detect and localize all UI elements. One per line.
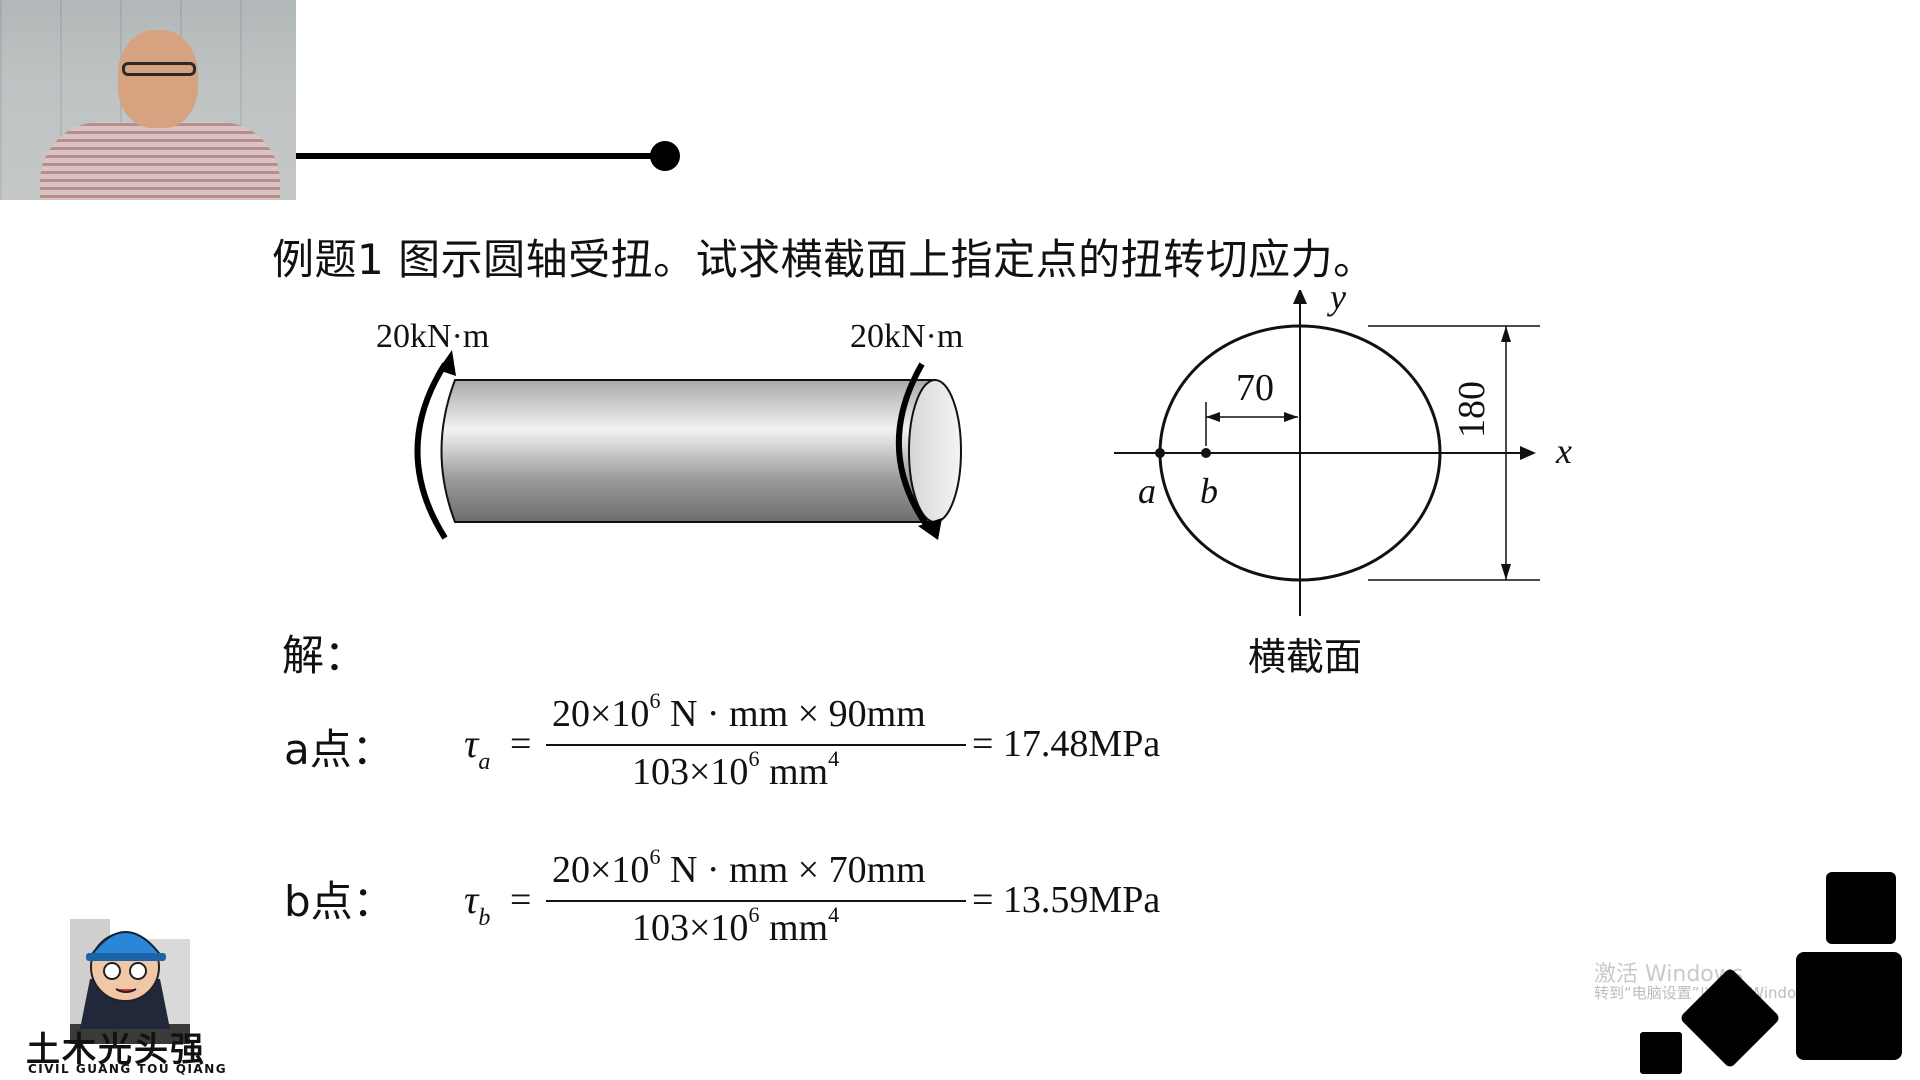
torque-arrow-right [895,362,933,532]
section-label: 横截面 [1248,635,1363,679]
y-axis-arrow [1293,290,1307,304]
title-rule [296,153,662,159]
result-a: = 17.48MPa [972,723,1161,765]
channel-logo-icon [70,919,190,1044]
denominator-a: 103×106 mm4 [632,746,840,793]
decorative-blocks [1640,872,1902,1074]
tau-symbol: τ [464,721,479,766]
point-b-heading: b点： [284,877,395,926]
logo-name: 土木光头强 [26,1030,206,1070]
dim-70-label: 70 [1236,367,1274,409]
shaft-body [440,379,936,523]
webcam-video [0,0,296,200]
tau-subscript: a [478,749,491,775]
y-axis-label: y [1330,277,1346,317]
title-dot [650,141,680,171]
x-axis-arrow [1520,446,1536,460]
point-a-heading: a点： [284,725,394,774]
point-a-label: a [1138,471,1156,511]
x-axis-label: x [1556,431,1572,471]
dim-180-label: 180 [1451,381,1493,438]
cross-section-diagram [1114,290,1540,616]
torque-arrowhead-right [918,518,942,540]
tau-subscript: b [478,905,491,931]
shaft-end-face [908,379,962,523]
fraction-bar-a [546,744,966,746]
denominator-b: 103×106 mm4 [632,902,840,949]
tau-symbol: τ [464,877,479,922]
point-b-label: b [1200,471,1218,511]
logo-subtitle: CIVIL GUANG TOU QIANG [28,1062,228,1076]
torque-label-right: 20kN·m [850,318,964,355]
torque-arrow-left [414,362,448,540]
point-b-marker [1201,448,1211,458]
problem-statement: 例题1 图示圆轴受扭。试求横截面上指定点的扭转切应力。 [272,235,1376,284]
point-a-marker [1155,448,1165,458]
result-b: = 13.59MPa [972,879,1161,921]
shaft-diagram [414,350,962,540]
solution-label: 解： [282,631,367,680]
numerator-b: 20×106 N · mm × 70mm [552,844,926,891]
numerator-a: 20×106 N · mm × 90mm [552,688,926,735]
torque-label-left: 20kN·m [376,318,490,355]
fraction-bar-b [546,900,966,902]
torque-arrowhead-left [438,350,456,376]
